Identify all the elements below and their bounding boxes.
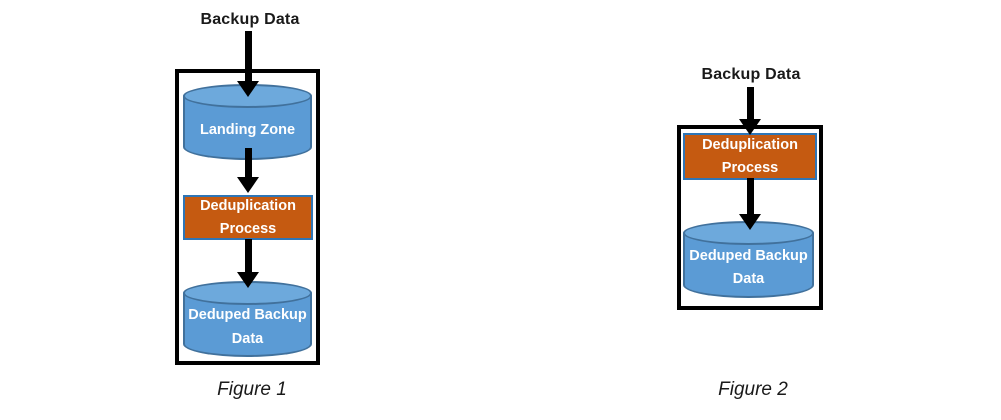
deduped-data-label-fig2: Deduped Backup Data	[689, 247, 808, 287]
arrow-landing-zone-to-process	[237, 148, 259, 193]
cylinder-body	[183, 293, 312, 357]
dedup-process-box-fig2: Deduplication Process	[683, 133, 817, 180]
deduped-data-label-fig1: Deduped Backup Data	[188, 307, 307, 347]
backup-data-label-fig2: Backup Data	[701, 66, 801, 83]
arrow-head-icon	[237, 177, 259, 193]
arrow-head-icon	[739, 119, 761, 135]
backup-data-label-fig1: Backup Data	[200, 11, 300, 28]
arrow-head-icon	[237, 81, 259, 97]
arrow-stem	[746, 87, 754, 121]
arrow-stem	[244, 239, 252, 274]
arrow-stem	[244, 31, 252, 83]
arrow-stem	[244, 148, 252, 179]
cylinder-top-ellipse	[183, 281, 312, 305]
arrow-backup-to-landing-zone	[237, 31, 259, 97]
landing-zone-label: Landing Zone	[199, 121, 296, 138]
arrow-head-icon	[739, 214, 761, 230]
arrow-stem	[746, 178, 754, 216]
arrow-process-to-deduped-data-fig1	[237, 239, 259, 288]
deduped-data-cylinder-fig2: Deduped Backup Data	[683, 221, 814, 298]
arrow-backup-to-process	[739, 87, 761, 135]
arrow-head-icon	[237, 272, 259, 288]
figure1-caption: Figure 1	[217, 379, 287, 400]
dedup-process-box-fig1: Deduplication Process	[183, 195, 313, 240]
arrow-process-to-deduped-data-fig2	[739, 178, 761, 230]
deduped-data-cylinder-fig1: Deduped Backup Data	[183, 281, 312, 357]
figure2-caption: Figure 2	[718, 379, 788, 400]
